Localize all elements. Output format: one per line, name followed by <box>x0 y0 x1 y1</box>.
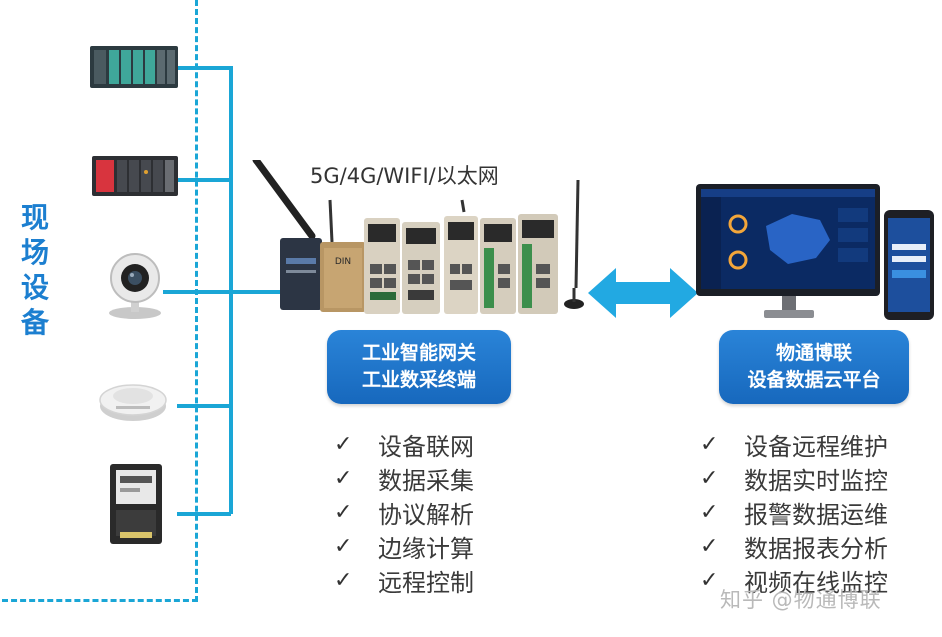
check-icon: ✓ <box>334 533 353 559</box>
list-item: ✓远程控制 <box>334 567 474 597</box>
list-item: ✓设备远程维护 <box>700 431 888 461</box>
check-icon: ✓ <box>700 465 719 491</box>
list-item: ✓数据采集 <box>334 465 474 495</box>
list-item: ✓协议解析 <box>334 499 474 529</box>
wire-smoke <box>177 404 231 408</box>
list-item: ✓设备联网 <box>334 431 474 461</box>
wire-plc-2 <box>177 178 231 182</box>
bidirectional-arrow-icon <box>588 266 698 320</box>
field-devices-frame <box>2 0 198 602</box>
plc-rack-red-icon <box>92 152 178 200</box>
list-item: ✓边缘计算 <box>334 533 474 563</box>
check-icon: ✓ <box>700 431 719 457</box>
gateway-feature-list: ✓设备联网 ✓数据采集 ✓协议解析 ✓边缘计算 ✓远程控制 <box>334 427 474 597</box>
wire-camera <box>163 290 288 294</box>
webcam-icon <box>104 252 166 320</box>
check-icon: ✓ <box>334 499 353 525</box>
svg-text:DIN: DIN <box>335 257 351 267</box>
check-icon: ✓ <box>700 567 719 593</box>
check-icon: ✓ <box>334 567 353 593</box>
wire-meter <box>177 512 231 516</box>
wire-plc-1 <box>177 66 231 70</box>
list-item: ✓视频在线监控 <box>700 567 888 597</box>
platform-feature-list: ✓设备远程维护 ✓数据实时监控 ✓报警数据运维 ✓数据报表分析 ✓视频在线监控 <box>700 427 888 597</box>
list-item: ✓数据实时监控 <box>700 465 888 495</box>
check-icon: ✓ <box>334 465 353 491</box>
energy-meter-icon <box>108 462 164 546</box>
smoke-detector-icon <box>98 372 168 424</box>
field-devices-label: 现 场 设 备 <box>20 201 51 339</box>
check-icon: ✓ <box>700 499 719 525</box>
check-icon: ✓ <box>334 431 353 457</box>
plc-rack-green-icon <box>90 44 178 90</box>
list-item: ✓报警数据运维 <box>700 499 888 529</box>
cloud-platform-dashboard-icon <box>696 184 938 324</box>
platform-title-pill: 物通博联 设备数据云平台 <box>719 330 909 404</box>
check-icon: ✓ <box>700 533 719 559</box>
gateway-title-pill: 工业智能网关 工业数采终端 <box>327 330 511 404</box>
gateway-devices-icon: DIN <box>250 156 590 320</box>
watermark: 知乎 @物通博联 <box>720 588 882 612</box>
connectivity-caption: 5G/4G/WIFI/以太网 <box>310 164 499 188</box>
list-item: ✓数据报表分析 <box>700 533 888 563</box>
